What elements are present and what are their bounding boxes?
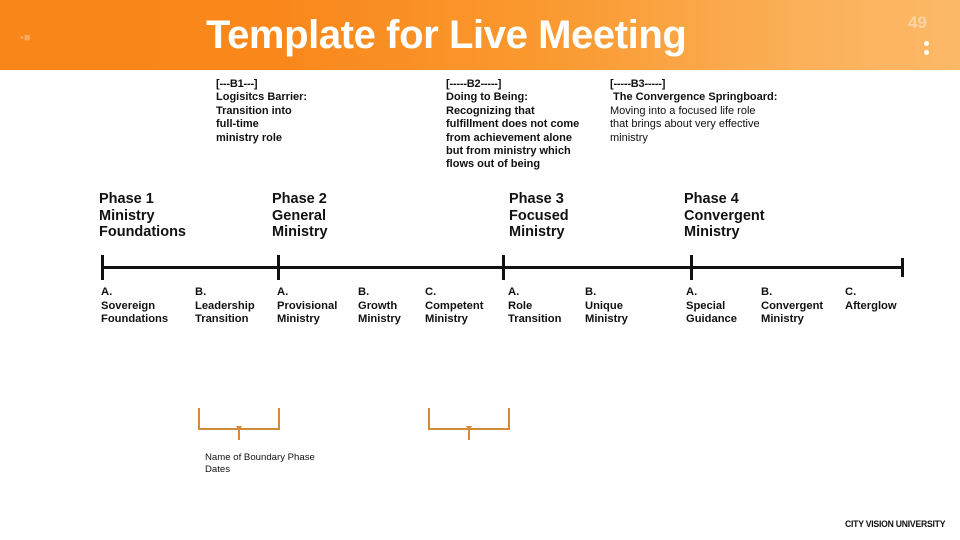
barrier-tag-b3: [-----B3-----]	[610, 78, 666, 90]
stage-letter-7: B.	[585, 286, 597, 298]
stage-letter-9: B.	[761, 286, 773, 298]
stage-name-5-line1: Competent	[425, 299, 484, 312]
stage-name-4-line1: Growth	[358, 299, 398, 312]
timeline-tick-start	[101, 255, 104, 280]
page-title: Template for Live Meeting	[206, 13, 687, 57]
header-left-mark: ▪■	[20, 32, 31, 44]
stage-label-1: A. Sovereign Foundations	[101, 286, 168, 327]
stage-label-8: A. Special Guidance	[686, 286, 737, 327]
phase-number-2: Phase 2	[272, 191, 327, 207]
phase-name-3-line1: Focused	[509, 207, 569, 224]
stage-letter-6: A.	[508, 286, 520, 298]
stage-name-3-line2: Ministry	[277, 313, 320, 326]
phase-name-4-line2: Ministry	[684, 224, 740, 241]
city-vision-university-logo: CITY VISION UNIVERSITY	[845, 518, 946, 529]
stage-name-8-line2: Guidance	[686, 313, 737, 326]
barrier-head-b2: Doing to Being:	[446, 91, 528, 104]
stage-name-2-line2: Transition	[195, 313, 249, 326]
phase-label-1: Phase 1 Ministry Foundations	[99, 191, 186, 241]
phase-name-4-line1: Convergent	[684, 207, 765, 224]
stage-name-7-line2: Ministry	[585, 313, 628, 326]
barrier-note-b1: [---B1---] Logisitcs Barrier: Transition…	[216, 78, 406, 145]
boundary-brace-1	[198, 408, 280, 440]
barrier-body-b3: Moving into a focused life role that bri…	[610, 104, 760, 144]
phase-name-3-line2: Ministry	[509, 224, 565, 241]
stage-label-7: B. Unique Ministry	[585, 286, 628, 327]
barrier-tag-b1: [---B1---]	[216, 78, 258, 90]
phase-number-3: Phase 3	[509, 191, 564, 207]
brace-1-arm-right	[278, 408, 280, 430]
phase-label-3: Phase 3 Focused Ministry	[509, 191, 569, 241]
stage-name-4-line2: Ministry	[358, 313, 401, 326]
stage-label-6: A. Role Transition	[508, 286, 561, 327]
kebab-dot-2	[923, 50, 929, 55]
brace-2-arm-left	[428, 408, 430, 430]
barrier-tag-b2: [-----B2-----]	[446, 78, 502, 90]
slide-header-bar: ▪■ Template for Live Meeting 49	[0, 0, 960, 70]
stage-name-6-line2: Transition	[508, 313, 562, 326]
stage-name-10-line1: Afterglow	[845, 299, 897, 312]
brace-2-stem	[468, 428, 470, 440]
phase-label-2: Phase 2 General Ministry	[272, 191, 328, 241]
stage-letter-10: C.	[845, 286, 857, 298]
stage-letter-5: C.	[425, 286, 437, 298]
stage-name-9-line1: Convergent	[761, 299, 824, 312]
brace-caption-line1: Name of Boundary Phase	[205, 452, 315, 463]
phase-name-1-line1: Ministry	[99, 207, 155, 224]
timeline-tick-phase2	[277, 255, 280, 280]
timeline-tick-phase3	[502, 255, 505, 280]
timeline-tick-phase4	[690, 255, 693, 280]
brace-1-stem	[238, 428, 240, 440]
barrier-head-b3: The Convergence Springboard:	[613, 91, 778, 104]
slide-body: [---B1---] Logisitcs Barrier: Transition…	[0, 70, 960, 540]
stage-label-2: B. Leadership Transition	[195, 286, 255, 327]
boundary-brace-caption: Name of Boundary Phase Dates	[205, 452, 435, 477]
stage-letter-3: A.	[277, 286, 289, 298]
boundary-brace-2	[428, 408, 510, 440]
stage-name-1-line2: Foundations	[101, 313, 169, 326]
kebab-dot-1	[923, 41, 929, 46]
barrier-note-b3: [-----B3-----] The Convergence Springboa…	[610, 78, 820, 145]
stage-label-4: B. Growth Ministry	[358, 286, 401, 327]
stage-name-1-line1: Sovereign	[101, 299, 156, 312]
stage-name-9-line2: Ministry	[761, 313, 804, 326]
stage-letter-4: B.	[358, 286, 370, 298]
stage-label-10: C. Afterglow	[845, 286, 897, 313]
kebab-menu-icon[interactable]	[921, 41, 931, 63]
stage-name-2-line1: Leadership	[195, 299, 255, 312]
phase-number-1: Phase 1	[99, 191, 154, 207]
stage-name-5-line2: Ministry	[425, 313, 468, 326]
barrier-note-b2: [-----B2-----] Doing to Being: Recognizi…	[446, 78, 626, 172]
barrier-head-b1: Logisitcs Barrier:	[216, 91, 308, 104]
stage-label-9: B. Convergent Ministry	[761, 286, 823, 327]
brace-2-arm-right	[508, 408, 510, 430]
stage-letter-8: A.	[686, 286, 698, 298]
stage-label-3: A. Provisional Ministry	[277, 286, 337, 327]
stage-name-7-line1: Unique	[585, 299, 623, 312]
phase-name-2-line2: Ministry	[272, 224, 328, 241]
brace-1-arm-left	[198, 408, 200, 430]
stage-letter-2: B.	[195, 286, 207, 298]
brace-caption-line2: Dates	[205, 464, 231, 476]
timeline-tick-end	[901, 258, 904, 277]
stage-letter-1: A.	[101, 286, 113, 298]
page-number: 49	[908, 13, 927, 32]
stage-name-6-line1: Role	[508, 299, 533, 312]
phase-name-1-line2: Foundations	[99, 224, 186, 241]
phase-number-4: Phase 4	[684, 191, 739, 207]
stage-name-3-line1: Provisional	[277, 299, 338, 312]
barrier-body-b2: Recognizing that fulfillment does not co…	[446, 104, 580, 171]
phase-name-2-line1: General	[272, 207, 326, 224]
barrier-body-b1: Transition into full-time ministry role	[216, 104, 292, 144]
stage-name-8-line1: Special	[686, 299, 726, 312]
phase-label-4: Phase 4 Convergent Ministry	[684, 191, 765, 241]
stage-label-5: C. Competent Ministry	[425, 286, 483, 327]
